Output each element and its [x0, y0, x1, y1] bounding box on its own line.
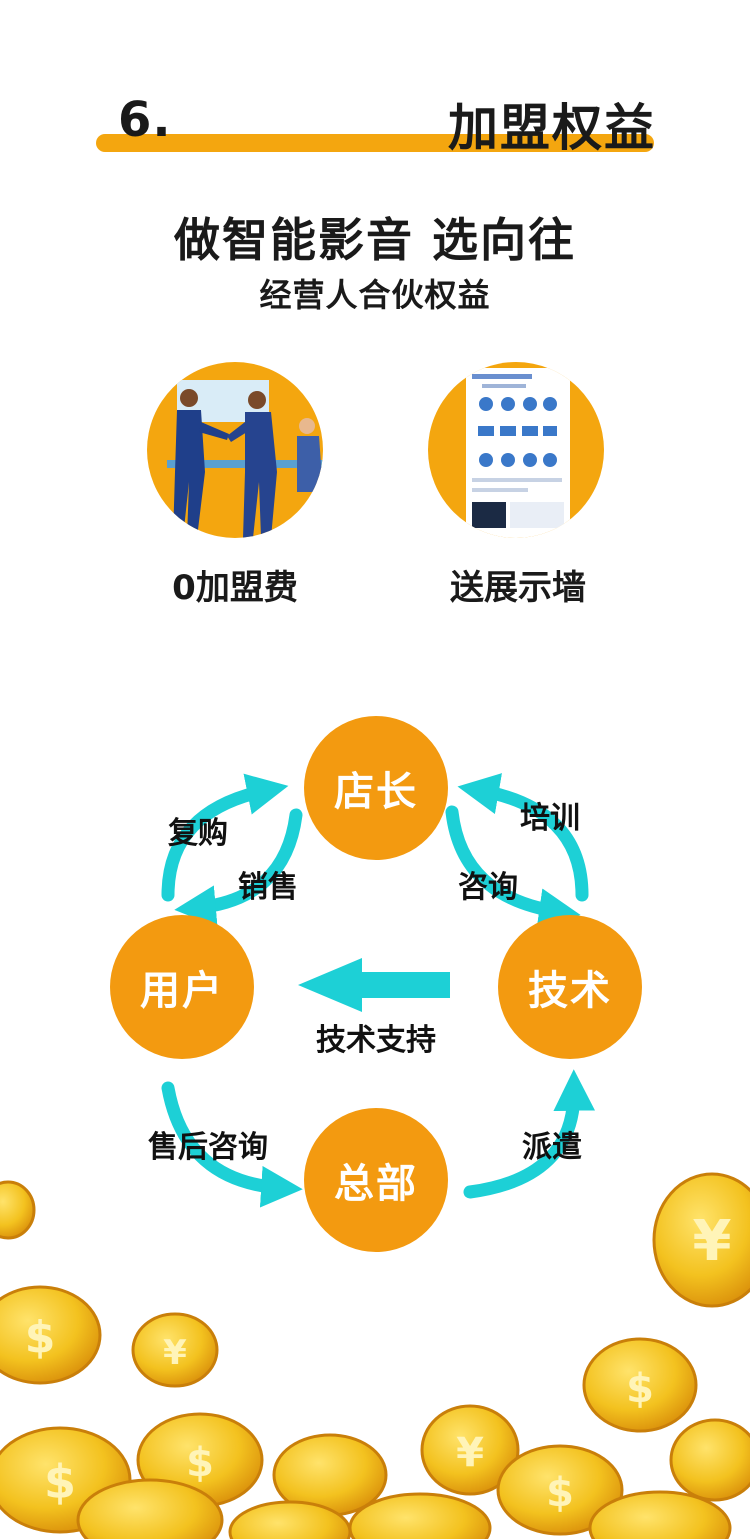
- arrow-after-sales: [161, 1081, 303, 1208]
- label-sales: 销售: [238, 870, 298, 905]
- label-repurchase: 复购: [168, 816, 228, 851]
- node-user: 用户: [110, 915, 254, 1059]
- benefit-caption-display-wall: 送展示墙: [450, 568, 586, 608]
- label-training: 培训: [520, 801, 580, 836]
- node-technician: 技术: [498, 915, 642, 1059]
- svg-text:$: $: [25, 1312, 56, 1363]
- arrow-consult: [445, 805, 581, 930]
- tagline-sub: 经营人合伙权益: [259, 276, 491, 314]
- label-after-sales: 售后咨询: [148, 1130, 268, 1165]
- node-store-manager: 店长: [304, 716, 448, 860]
- svg-text:$: $: [626, 1366, 654, 1412]
- label-tech-support: 技术支持: [316, 1023, 436, 1058]
- benefit-caption-no-fee: 0加盟费: [172, 568, 298, 608]
- svg-text:¥: ¥: [456, 1430, 484, 1476]
- tagline-main: 做智能影音 选向往: [173, 213, 576, 267]
- handshake-illustration: [147, 362, 323, 538]
- section-title: 加盟权益: [448, 99, 656, 157]
- label-dispatch: 派遣: [522, 1130, 582, 1165]
- gold-coins-decoration: ¥ $ ¥ ¥ $ $ $ $: [0, 1172, 750, 1539]
- svg-text:$: $: [546, 1470, 574, 1516]
- arrow-dispatch: [463, 1069, 596, 1199]
- arrow-repurchase: [161, 773, 289, 902]
- arrow-training: [457, 773, 589, 902]
- svg-text:$: $: [44, 1455, 76, 1509]
- node-headquarters: 总部: [304, 1108, 448, 1252]
- arrow-sales: [174, 808, 303, 927]
- svg-text:¥: ¥: [163, 1333, 187, 1373]
- display-wall-illustration: [428, 362, 604, 538]
- section-number: 6.: [118, 92, 172, 148]
- label-consult: 咨询: [458, 870, 518, 905]
- svg-text:¥: ¥: [693, 1209, 732, 1274]
- svg-text:$: $: [186, 1440, 214, 1486]
- arrow-tech-support: [298, 958, 450, 1012]
- header-underline-bar: [96, 134, 654, 152]
